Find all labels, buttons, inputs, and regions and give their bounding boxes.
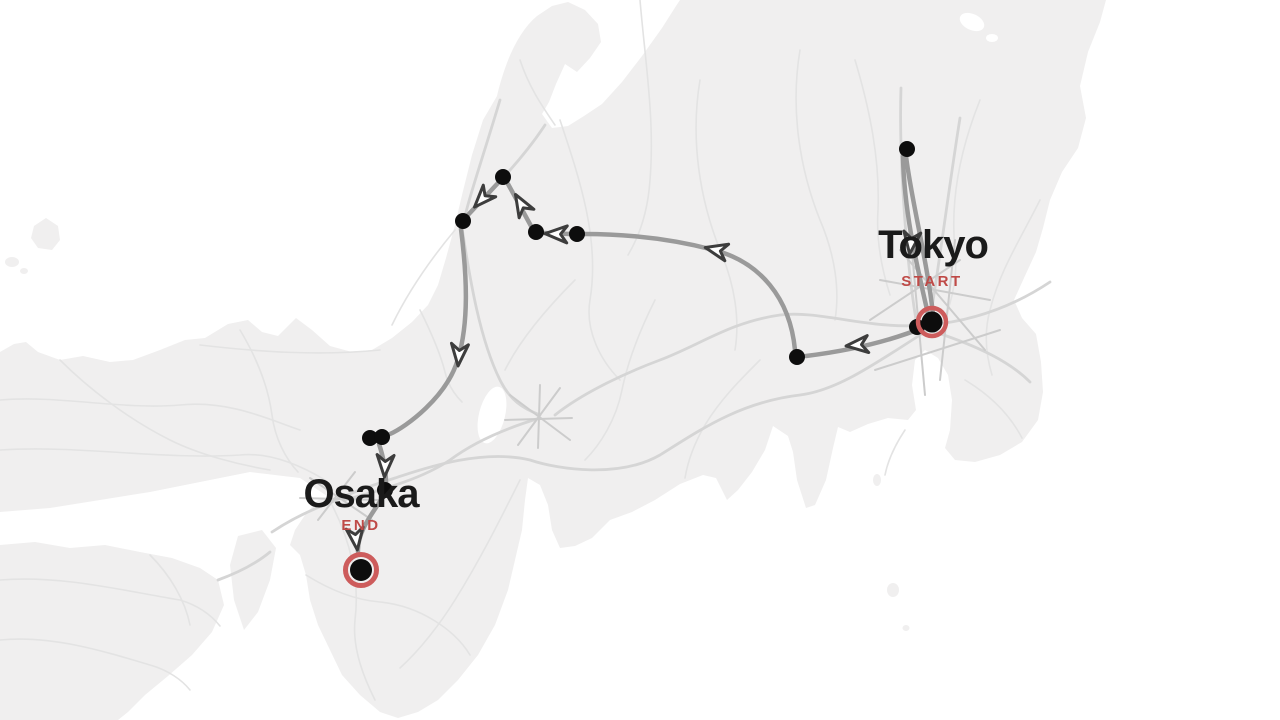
landmass [0,0,1106,720]
shikoku-land [0,542,224,720]
start-marker [921,311,943,333]
route-segment [903,153,936,317]
direction-arrow-icon [375,453,396,479]
start-tag-label: START [901,273,962,290]
start-city-label: Tokyo [878,223,988,267]
waypoint-dot [899,141,915,157]
small-island [20,268,28,274]
direction-arrow-icon [703,242,731,263]
lake-kasumigaura [959,12,985,32]
waypoint-dot [377,482,393,498]
direction-arrow-icon [472,183,498,209]
waypoint-dot [569,226,585,242]
end-city-label: Osaka [303,472,420,516]
direction-arrow-icon [514,192,536,220]
small-island [5,257,19,267]
lake-biwa [477,386,507,444]
lakes [477,12,998,444]
end-marker-ring [343,552,379,588]
direction-arrow-icon [844,334,871,355]
waypoint-dot [455,213,471,229]
route-layer [344,141,936,555]
oshima-island [887,583,899,597]
waypoint-dot [528,224,544,240]
marker-layer [343,305,949,588]
waypoint-dot [362,430,378,446]
awaji-island [230,530,276,630]
small-island [873,474,881,486]
waypoint-dot [374,429,390,445]
end-marker [350,559,372,581]
waypoint-dot [789,349,805,365]
end-tag-label: END [341,517,380,534]
start-marker-ring [915,305,949,339]
waypoint-dot [495,169,511,185]
lake-small [986,34,998,42]
direction-arrow-icon [543,224,569,245]
label-layer: Tokyo START Osaka END [303,223,988,534]
direction-arrow-icon [344,525,365,552]
honshu-land [0,0,1106,718]
oki-island [31,218,60,250]
direction-arrow-icon [449,341,470,368]
small-island [902,625,910,631]
direction-arrow-icon [902,229,923,256]
